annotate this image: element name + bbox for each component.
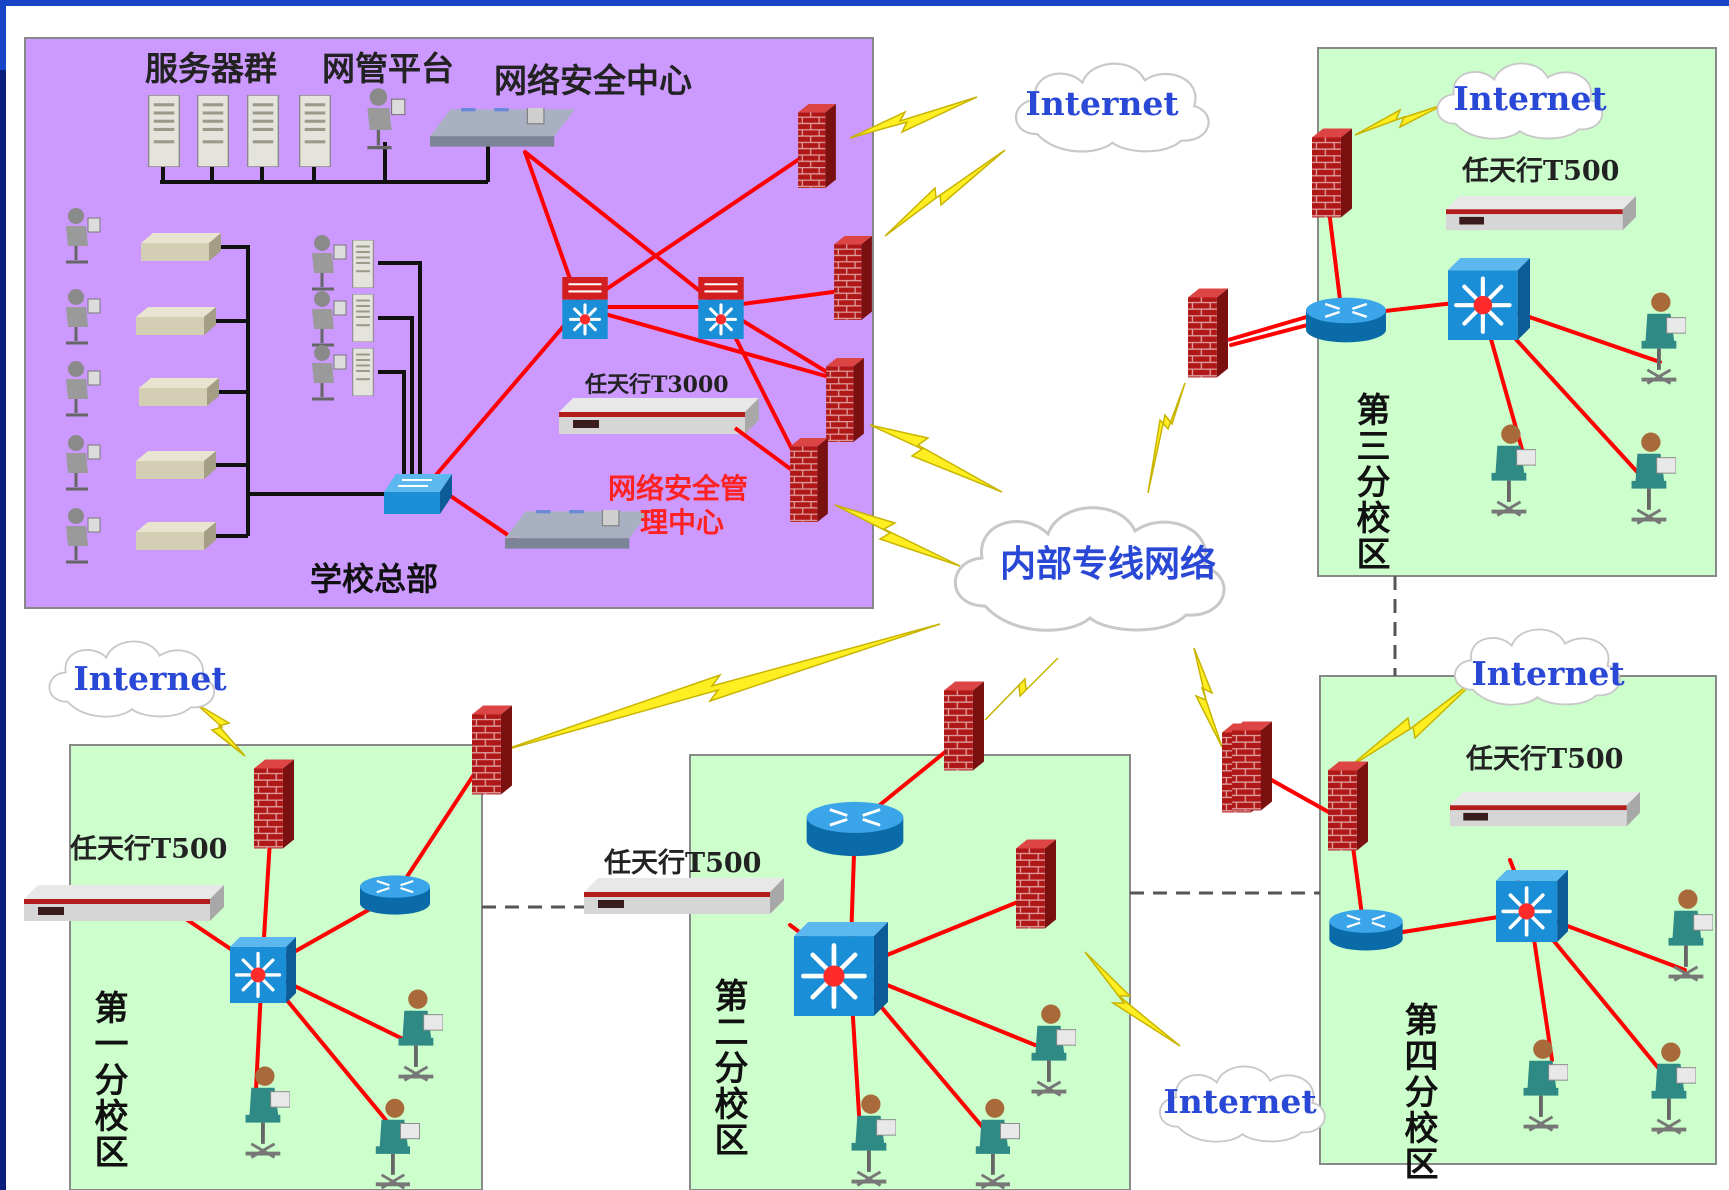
c1-name: 第一分校区 — [88, 990, 128, 1170]
campus-2-region — [689, 754, 1131, 1190]
security-center-label: 网络安全中心 — [494, 61, 692, 100]
c1-edge-firewall-icon — [472, 705, 512, 795]
core-network-cloud: 内部专线网络 — [953, 505, 1226, 633]
c3-edge-link — [1227, 314, 1311, 342]
internet-cloud-hq-label: Internet — [1025, 84, 1179, 123]
internet-cloud-hq: Internet — [1014, 62, 1210, 153]
internet-cloud-c2-label: Internet — [1163, 1082, 1317, 1121]
pc-tower-icon — [351, 240, 375, 288]
hq-core-switch-2-icon — [698, 277, 744, 339]
c1-firewall-icon — [254, 759, 294, 849]
internet-cloud-c1: Internet — [48, 640, 227, 718]
hq-core-switch-1-icon — [562, 277, 608, 339]
hq-title: 学校总部 — [310, 560, 438, 598]
hq-firewall-2-icon — [834, 236, 872, 320]
c4-firewall-icon — [1328, 761, 1368, 851]
c2-t500-appliance-icon — [584, 878, 784, 914]
lightning-core-c4 — [1193, 647, 1223, 748]
c4-switch-icon — [1496, 870, 1568, 942]
lightning-core-c3 — [1147, 382, 1186, 494]
c4-name: 第四分校区 — [1398, 1002, 1438, 1182]
modem-icon — [136, 522, 216, 550]
pc-tower-icon — [351, 348, 375, 396]
c3-switch-icon — [1448, 258, 1530, 340]
hq-firewall-1-icon — [798, 104, 836, 188]
security-mgmt-label-line1: 网络安全管 — [608, 472, 748, 505]
hq-t3000-appliance-icon — [559, 398, 759, 434]
hq-firewall-3-icon — [826, 358, 864, 442]
t3000-link — [733, 426, 802, 478]
c2-device-label: 任天行T500 — [603, 847, 761, 879]
core-network-label: 内部专线网络 — [1000, 543, 1216, 585]
modem-icon — [136, 307, 216, 335]
lightning-links — [194, 96, 1481, 1047]
server-tower-icon — [247, 95, 279, 167]
lightning-core-c2 — [984, 657, 1059, 721]
c2-firewall-icon — [1016, 839, 1056, 929]
server-group-label: 服务器群 — [145, 49, 277, 88]
c3-edge-firewall-icon — [1188, 288, 1228, 378]
frame-left-shade — [0, 70, 6, 1190]
hq-access-switch-icon — [384, 474, 452, 514]
c4-router-icon — [1328, 908, 1404, 952]
lightning-hq-internet-1 — [849, 96, 978, 139]
internet-cloud-c3-label: Internet — [1453, 79, 1607, 118]
lightning-core-c1 — [497, 623, 941, 753]
c2-switch-icon — [794, 922, 888, 1016]
frame-top-bar — [0, 0, 1729, 6]
internet-cloud-c4-label: Internet — [1471, 654, 1625, 693]
c2-name: 第二分校区 — [708, 978, 748, 1158]
server-tower-icon — [148, 95, 180, 167]
pc-tower-icon — [351, 294, 375, 342]
security-mgmt-label-line2: 理中心 — [640, 506, 724, 539]
c2-edge-firewall-icon — [944, 681, 984, 771]
c4-t500-appliance-icon — [1450, 792, 1640, 827]
lightning-c1-internet — [194, 702, 246, 757]
c1-switch-icon — [230, 937, 296, 1003]
lightning-hq-internet-2 — [884, 149, 1006, 237]
modem-icon — [139, 378, 219, 406]
modem-icon — [141, 233, 221, 261]
lightning-c2-internet — [1084, 951, 1181, 1047]
lightning-hq-core-2 — [834, 504, 961, 567]
internet-cloud-c4: Internet — [1453, 628, 1625, 706]
internet-cloud-c3: Internet — [1436, 62, 1607, 140]
c3-router-icon — [1304, 296, 1388, 344]
c3-name: 第三分校区 — [1350, 392, 1390, 572]
c1-router-icon — [360, 874, 430, 916]
modem-icon — [136, 451, 216, 479]
c4-device-label: 任天行T500 — [1465, 743, 1623, 775]
c3-firewall-icon — [1312, 128, 1352, 218]
server-tower-icon — [197, 95, 229, 167]
hq-t3000-label: 任天行T3000 — [584, 372, 729, 398]
c3-device-label: 任天行T500 — [1461, 155, 1619, 187]
c2-router-icon — [805, 800, 905, 858]
nms-platform-label: 网管平台 — [322, 49, 454, 88]
server-tower-icon — [299, 95, 331, 167]
lightning-hq-core-1 — [869, 424, 1003, 493]
internet-cloud-c2: Internet — [1158, 1065, 1326, 1143]
c1-device-label: 任天行T500 — [69, 833, 227, 865]
c1-t500-appliance-icon — [24, 885, 224, 921]
core-c4-firewall-icon — [1232, 721, 1272, 811]
internet-cloud-c1-label: Internet — [73, 659, 227, 698]
c3-t500-appliance-icon — [1446, 196, 1636, 231]
hq-firewall-4-icon — [790, 438, 828, 522]
